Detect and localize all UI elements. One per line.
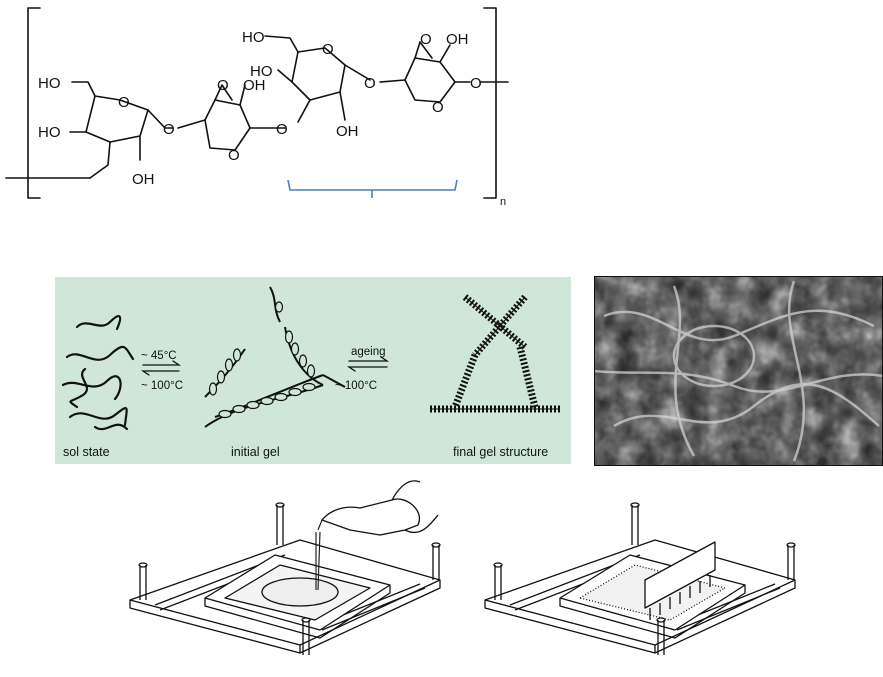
atom-label: O — [228, 147, 240, 164]
gel-casting-illustration — [129, 480, 796, 655]
ring-4 — [404, 57, 456, 103]
final-gel-label: final gel structure — [453, 445, 549, 459]
repeat-subscript: n — [500, 196, 506, 208]
cool-condition: ~ 45°C — [141, 350, 177, 362]
helix-beads — [208, 301, 316, 419]
ring-1 — [85, 95, 149, 143]
sem-micrograph — [594, 276, 883, 466]
gelation-panel: ~ 45°C ~ 100°C ageing ~ 100°C sol state … — [55, 277, 571, 464]
ring-3 — [291, 47, 346, 101]
casting-tray-pouring — [129, 480, 441, 655]
atom-label: O — [118, 94, 130, 111]
heat-condition-1: ~ 100°C — [141, 380, 183, 392]
atom-label: HO — [250, 63, 273, 80]
heat-condition-2: ~ 100°C — [335, 380, 377, 392]
atom-label: O — [322, 41, 334, 58]
atom-label: OH — [132, 171, 155, 188]
agarose-structure: HO HO OH O O O OH O HO O HO O OH O O OH … — [5, 7, 509, 208]
atom-label: O — [276, 121, 288, 138]
atom-label: OH — [243, 77, 266, 94]
fiber-network — [594, 280, 883, 462]
casting-tray-comb — [484, 502, 796, 655]
atom-label: O — [217, 77, 229, 94]
ring-2 — [204, 99, 251, 151]
atom-label: HO — [242, 29, 265, 46]
random-coils — [61, 315, 135, 431]
gelation-drawing: ~ 45°C ~ 100°C ageing ~ 100°C — [61, 286, 560, 431]
atom-label: HO — [38, 75, 61, 92]
equilibrium-arrow-2 — [346, 356, 390, 372]
atom-label: O — [364, 75, 376, 92]
ageing-condition: ageing — [351, 346, 386, 358]
repeat-unit-brace — [287, 179, 458, 198]
atom-label: OH — [336, 123, 359, 140]
left-bracket — [27, 7, 41, 199]
atom-label: HO — [38, 124, 61, 141]
atom-label: O — [420, 31, 432, 48]
equilibrium-arrow-1 — [140, 360, 182, 376]
atom-label: O — [470, 75, 482, 92]
sol-state-label: sol state — [63, 445, 110, 459]
initial-gel-label: initial gel — [231, 445, 280, 459]
atom-label: O — [432, 99, 444, 116]
atom-label: O — [163, 121, 175, 138]
atom-label: OH — [446, 31, 469, 48]
gel-bundles — [430, 294, 560, 413]
right-bracket — [483, 7, 497, 199]
